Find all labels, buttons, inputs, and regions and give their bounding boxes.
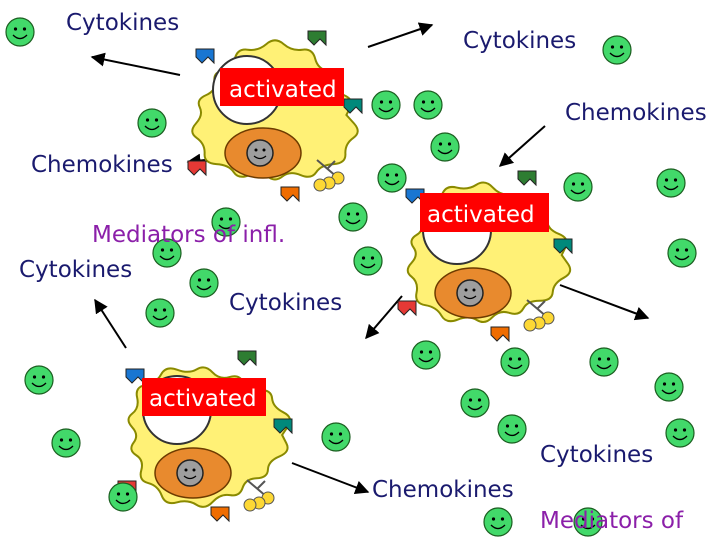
smiley-face-icon <box>654 372 684 402</box>
smiley-face-icon <box>371 90 401 120</box>
label-cytokines: Cytokines <box>540 442 653 468</box>
receptor <box>187 160 207 177</box>
label-cytokines: Cytokines <box>19 257 132 283</box>
arrow-icon <box>90 52 181 76</box>
labels: Cytokines Cytokines Chemokines Chemokine… <box>19 10 707 534</box>
nucleolus <box>176 459 204 487</box>
activated-label: activated <box>427 202 535 228</box>
arrow-icon <box>291 462 370 495</box>
smiley-face-icon <box>321 422 351 452</box>
arrow-icon <box>367 22 434 48</box>
label-cytokines: Cytokines <box>229 290 342 316</box>
arrow-icon <box>365 295 403 340</box>
smiley-face-icon <box>189 268 219 298</box>
activated-box <box>142 378 266 416</box>
activated-cell <box>187 30 363 203</box>
label-cytokines: Cytokines <box>463 28 576 54</box>
smiley-face-icon <box>497 414 527 444</box>
smiley-face-icon <box>24 365 54 395</box>
smiley-face-icon <box>353 246 383 276</box>
receptor <box>280 186 300 203</box>
label-chemokines: Chemokines <box>31 152 173 178</box>
smiley-face-icon <box>430 132 460 162</box>
smiley-face-icon <box>338 202 368 232</box>
receptor <box>397 300 417 317</box>
smiley-face-icon <box>667 238 697 268</box>
activated-box <box>420 193 549 232</box>
nucleolus <box>456 279 484 307</box>
receptor <box>343 98 363 115</box>
label-mediators: Mediators of infl. <box>92 222 285 248</box>
receptor <box>405 188 425 205</box>
arrow-icon <box>94 298 127 349</box>
smiley-face-icon <box>211 207 241 237</box>
smiley-face-icon <box>377 163 407 193</box>
smiley-face-icon <box>5 17 35 47</box>
smiley-face-icon <box>602 35 632 65</box>
activated-tag-3: activated <box>142 378 266 416</box>
smiley-face-icon <box>573 507 603 537</box>
label-chemokines: Chemokines <box>372 477 514 503</box>
smiley-face-icon <box>145 298 175 328</box>
smiley-face-icon <box>589 347 619 377</box>
smiley-face-icon <box>460 388 490 418</box>
activated-label: activated <box>149 386 257 412</box>
label-cytokines: Cytokines <box>66 10 179 36</box>
smiley-face-icon <box>413 90 443 120</box>
activated-label: activated <box>229 77 337 103</box>
smiley-face-icon <box>665 418 695 448</box>
receptor <box>237 350 257 367</box>
arrow-icon <box>498 125 546 167</box>
receptor <box>125 368 145 385</box>
smiley-face-icon <box>500 347 530 377</box>
smiley-face-icon <box>51 428 81 458</box>
label-chemokines: Chemokines <box>565 100 707 126</box>
receptor <box>517 170 537 187</box>
smiley-face-icon <box>137 108 167 138</box>
activated-box <box>220 68 344 106</box>
smiley-face-icon <box>411 340 441 370</box>
activated-cell <box>117 350 293 523</box>
arrow-icon <box>559 284 650 321</box>
receptor <box>195 48 215 65</box>
receptor <box>490 326 510 343</box>
label-mediators: Mediators of <box>540 508 684 534</box>
receptor <box>307 30 327 47</box>
smiley-face-icon <box>563 172 593 202</box>
smiley-face-icon <box>656 168 686 198</box>
receptor <box>210 506 230 523</box>
receptor <box>273 418 293 435</box>
smiley-face-icon <box>152 238 182 268</box>
smiley-face-icon <box>483 507 513 537</box>
activated-tag-1: activated <box>220 68 344 106</box>
nucleolus <box>246 139 274 167</box>
smiley-face-icon <box>108 482 138 512</box>
receptor <box>553 238 573 255</box>
arrows <box>90 22 650 495</box>
activated-tag-2: activated <box>420 193 549 232</box>
